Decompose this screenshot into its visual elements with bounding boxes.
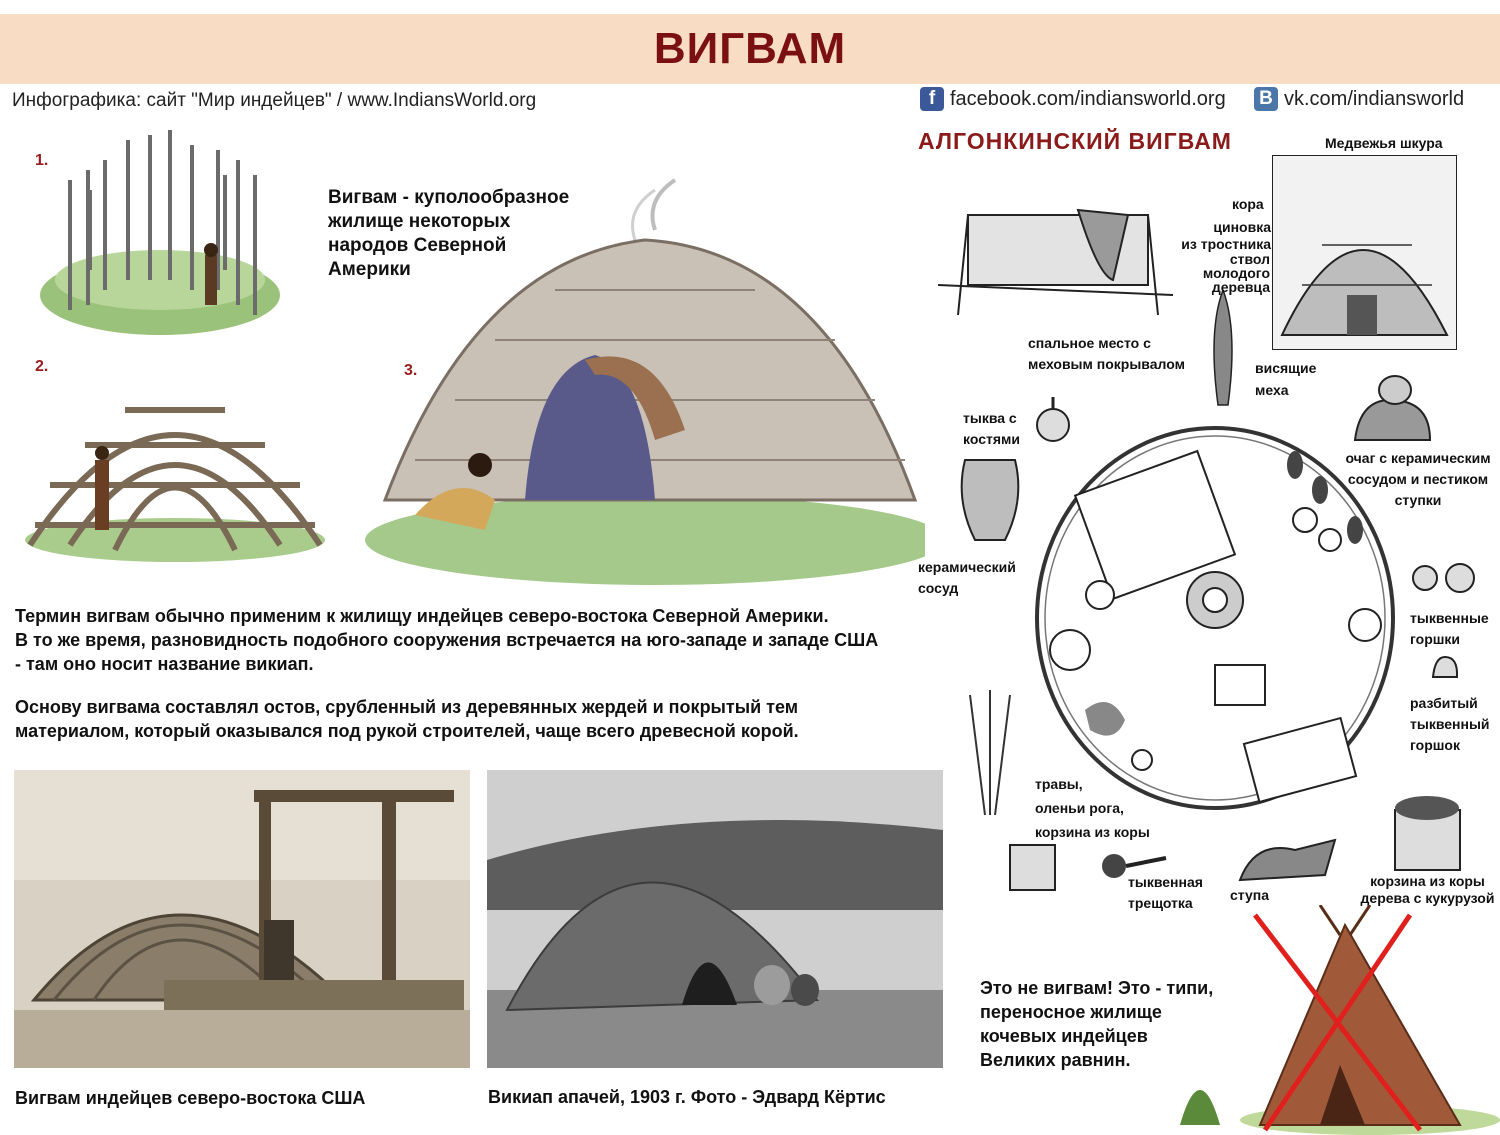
gourd-rattle-illustration	[1102, 854, 1167, 878]
label-gourd-bones: тыква с костями	[963, 410, 1020, 447]
page-title: ВИГВАМ	[653, 24, 847, 73]
label-hanging-furs: висящие меха	[1255, 360, 1317, 398]
title-bar: ВИГВАМ	[0, 14, 1500, 84]
step-number-3: 3.	[404, 362, 418, 379]
label-sleeping-place: спальное место с меховым покрывалом	[1028, 335, 1185, 372]
label-ceramic-vessel: керамический сосуд	[918, 559, 1016, 596]
paragraph-1: Термин вигвам обычно применим к жилищу и…	[15, 606, 879, 674]
label-gourd-rattle: тыквенная трещотка	[1128, 874, 1203, 911]
wigwam-sketch-illustration	[1272, 155, 1457, 350]
corn-basket-illustration	[1394, 796, 1461, 871]
label-hearth: очаг с керамическим сосудом и пестиком с…	[1345, 450, 1491, 508]
label-gourd-pots: тыквенные горшки	[1410, 610, 1489, 647]
paragraph-2: Основу вигвама составлял остов, срубленн…	[15, 697, 799, 741]
hearth-illustration	[1353, 375, 1432, 441]
facebook-icon: f	[920, 87, 944, 111]
tipi-note: Это не вигвам! Это - типи, переносное жи…	[980, 978, 1214, 1070]
label-bark: кора	[1232, 196, 1264, 212]
label-mortar: ступа	[1230, 887, 1270, 903]
label-broken-pot: разбитый тыквенный горшок	[1410, 695, 1490, 753]
sleeping-platform-illustration	[938, 185, 1173, 335]
gourd-with-bones-illustration	[1036, 397, 1070, 442]
photo-northeast-wigwam	[14, 770, 470, 1068]
credit-line: Инфографика: сайт "Мир индейцев" / www.I…	[12, 90, 537, 111]
step-number-1: 1.	[35, 152, 49, 169]
caption-photo-right: Викиап апачей, 1903 г. Фото - Эдвард Кёр…	[488, 1087, 886, 1107]
vk-link[interactable]: B vk.com/indiansworld	[1254, 87, 1464, 111]
label-corn-basket: корзина из коры дерева с кукурузой	[1360, 873, 1495, 906]
vk-icon: B	[1254, 87, 1278, 111]
mortar-illustration	[1238, 838, 1337, 882]
label-young-tree: ствол молодого деревца	[1202, 251, 1270, 295]
label-bear-skin: Медвежья шкура	[1325, 135, 1443, 151]
photo-apache-wickiup	[487, 770, 943, 1068]
bark-basket-illustration	[1009, 844, 1056, 891]
step3-wigwam-illustration	[365, 178, 925, 585]
label-reed-mat: циновка из тростника	[1181, 219, 1271, 252]
caption-photo-left: Вигвам индейцев северо-востока США	[15, 1088, 366, 1108]
broken-pot-illustration	[1431, 655, 1459, 678]
grass-bundle-illustration	[969, 690, 1011, 816]
hanging-furs-illustration	[1213, 290, 1233, 406]
step2-frame-illustration	[25, 407, 325, 562]
wigwam-floor-plan	[1035, 426, 1395, 810]
step-number-2: 2.	[35, 358, 49, 375]
algonquin-title: АЛГОНКИНСКИЙ ВИГВАМ	[918, 128, 1232, 154]
tipi-crossed-out-illustration	[1180, 905, 1500, 1135]
facebook-link[interactable]: f facebook.com/indiansworld.org	[920, 87, 1226, 111]
definition-text: Вигвам - куполообразное жилище некоторых…	[328, 187, 570, 280]
ceramic-vessel-illustration	[960, 459, 1020, 541]
label-grass: травы, оленьи рога, корзина из коры	[1035, 776, 1150, 840]
gourd-pots-illustration	[1412, 563, 1475, 593]
step1-poles-illustration	[40, 130, 280, 335]
